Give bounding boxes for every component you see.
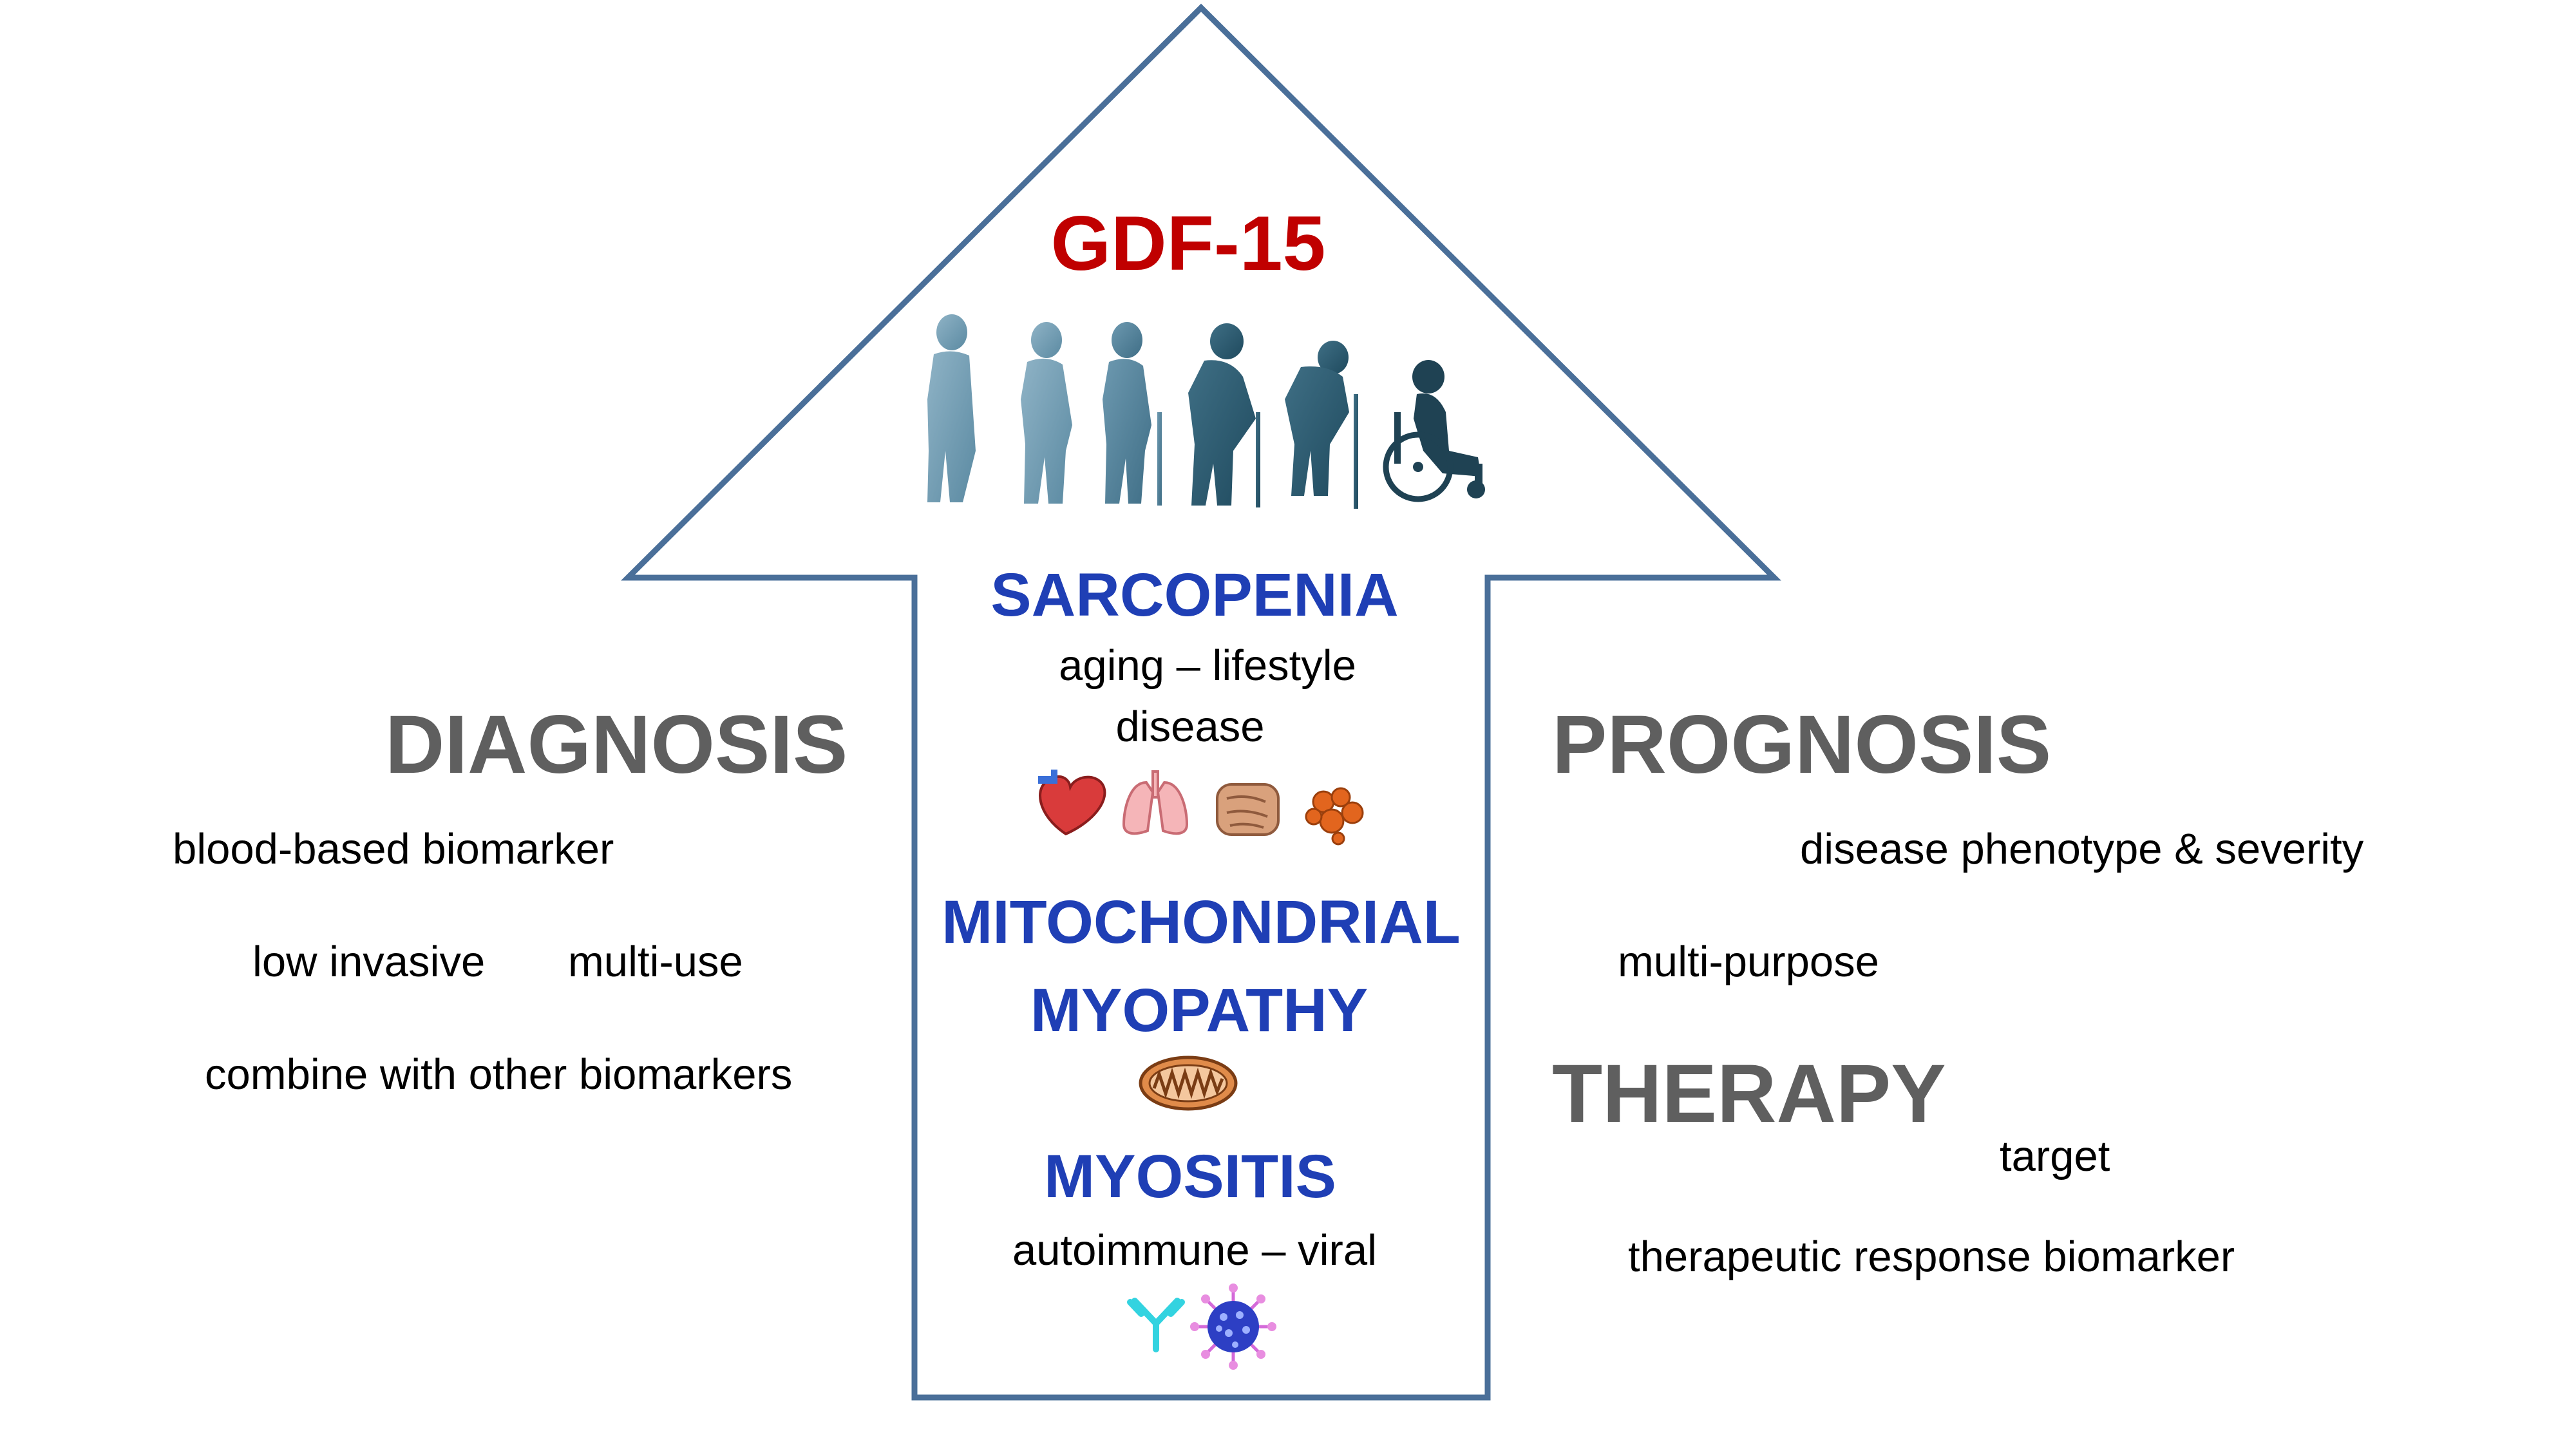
diagnosis-item: low invasive <box>252 938 486 986</box>
therapy-heading: THERAPY <box>1552 1048 1946 1140</box>
prognosis-item: multi-purpose <box>1618 938 1879 986</box>
title: GDF-15 <box>1050 200 1326 287</box>
prognosis-heading: PROGNOSIS <box>1552 699 2052 791</box>
prognosis-item: disease phenotype & severity <box>1800 825 2364 873</box>
mitochondrial-heading: MITOCHONDRIAL <box>942 888 1461 956</box>
lungs-icon <box>1122 770 1189 835</box>
intestine-icon <box>1216 783 1280 836</box>
heart-icon <box>1038 770 1106 836</box>
therapy-item: therapeutic response biomarker <box>1628 1233 2235 1281</box>
sarcopenia-subtitle-1: aging – lifestyle <box>1059 641 1356 690</box>
virus-icon <box>1190 1283 1276 1370</box>
sarcopenia-subtitle-2: disease <box>1115 703 1265 751</box>
diagnosis-item: multi-use <box>568 938 743 986</box>
myositis-heading: MYOSITIS <box>1044 1142 1336 1211</box>
diagnosis-item: combine with other biomarkers <box>205 1050 793 1099</box>
diagnosis-item: blood-based biomarker <box>173 825 614 873</box>
myopathy-heading: MYOPATHY <box>1030 976 1368 1045</box>
sarcopenia-heading: SARCOPENIA <box>990 561 1399 629</box>
diagnosis-heading: DIAGNOSIS <box>385 699 848 791</box>
liver-icon <box>1305 787 1364 846</box>
antibody-icon <box>1127 1298 1185 1352</box>
myositis-subtitle: autoimmune – viral <box>1012 1226 1378 1274</box>
therapy-item: target <box>2000 1132 2110 1180</box>
